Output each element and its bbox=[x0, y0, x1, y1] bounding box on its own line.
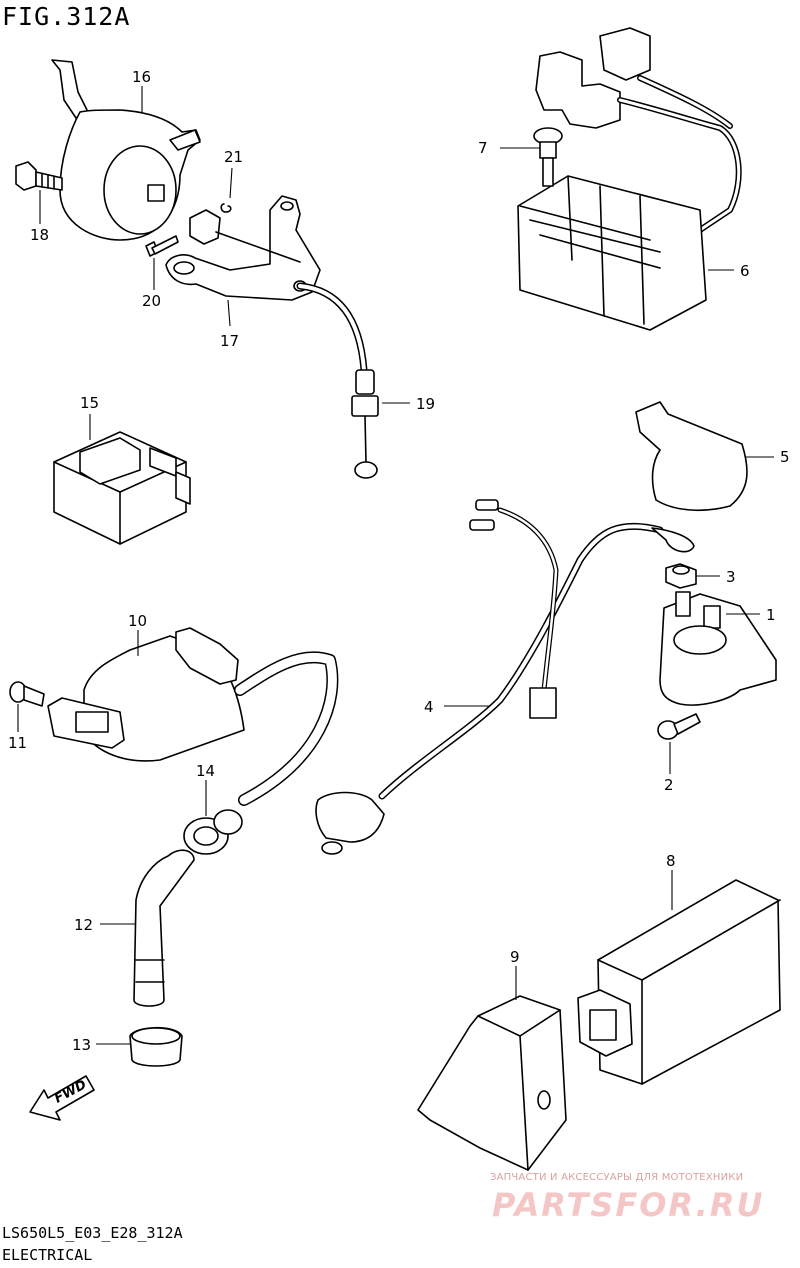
bolt-2-part bbox=[657, 713, 701, 740]
bracket-9-part bbox=[417, 995, 567, 1171]
callout-1: 1 bbox=[766, 606, 776, 624]
horn-part bbox=[51, 59, 201, 241]
callout-9: 9 bbox=[510, 948, 520, 966]
callout-21: 21 bbox=[224, 148, 243, 166]
callout-8: 8 bbox=[666, 852, 676, 870]
cap-cover-part bbox=[129, 1026, 183, 1067]
ignitor-unit-part bbox=[577, 879, 781, 1085]
callout-19: 19 bbox=[416, 395, 435, 413]
nut-3-part bbox=[665, 563, 697, 589]
regulator-rectifier-part bbox=[517, 27, 742, 331]
ignition-coil-part bbox=[47, 627, 339, 806]
watermark-brand: PARTSFOR.RU bbox=[492, 1186, 765, 1224]
figure-title: FIG.312A bbox=[2, 2, 131, 31]
callout-6: 6 bbox=[740, 262, 750, 280]
callout-15: 15 bbox=[80, 394, 99, 412]
callout-18: 18 bbox=[30, 226, 49, 244]
callout-2: 2 bbox=[664, 776, 674, 794]
starter-relay-part bbox=[659, 591, 777, 706]
callout-13: 13 bbox=[72, 1036, 91, 1054]
watermark-tagline: ЗАПЧАСТИ И АКСЕССУАРЫ ДЛЯ МОТОТЕХНИКИ bbox=[490, 1172, 744, 1183]
relay-cover-part bbox=[635, 401, 748, 512]
screw-20-part bbox=[145, 235, 179, 257]
fwd-arrow-icon bbox=[29, 1075, 95, 1121]
callout-11: 11 bbox=[8, 734, 27, 752]
callout-10: 10 bbox=[128, 612, 147, 630]
bolt-11-part bbox=[9, 681, 45, 707]
horn-bracket-part bbox=[165, 195, 321, 301]
plug-cap-part bbox=[133, 849, 195, 1007]
section-title: ELECTRICAL bbox=[2, 1246, 93, 1264]
callout-5: 5 bbox=[780, 448, 790, 466]
callout-3: 3 bbox=[726, 568, 736, 586]
bolt-7-part bbox=[533, 127, 563, 187]
callout-12: 12 bbox=[74, 916, 93, 934]
callout-17: 17 bbox=[220, 332, 239, 350]
cable-switch-part bbox=[189, 209, 379, 479]
seal-14-part bbox=[183, 809, 243, 855]
callout-16: 16 bbox=[132, 68, 151, 86]
callout-4: 4 bbox=[424, 698, 434, 716]
callout-14: 14 bbox=[196, 762, 215, 780]
bolt-18-part bbox=[15, 161, 63, 191]
clip-21-part bbox=[220, 203, 232, 213]
model-code: LS650L5_E03_E28_312A bbox=[2, 1224, 183, 1242]
relay-15-part bbox=[53, 431, 191, 545]
callout-7: 7 bbox=[478, 139, 488, 157]
callout-20: 20 bbox=[142, 292, 161, 310]
wiring-lead-part bbox=[315, 499, 695, 855]
